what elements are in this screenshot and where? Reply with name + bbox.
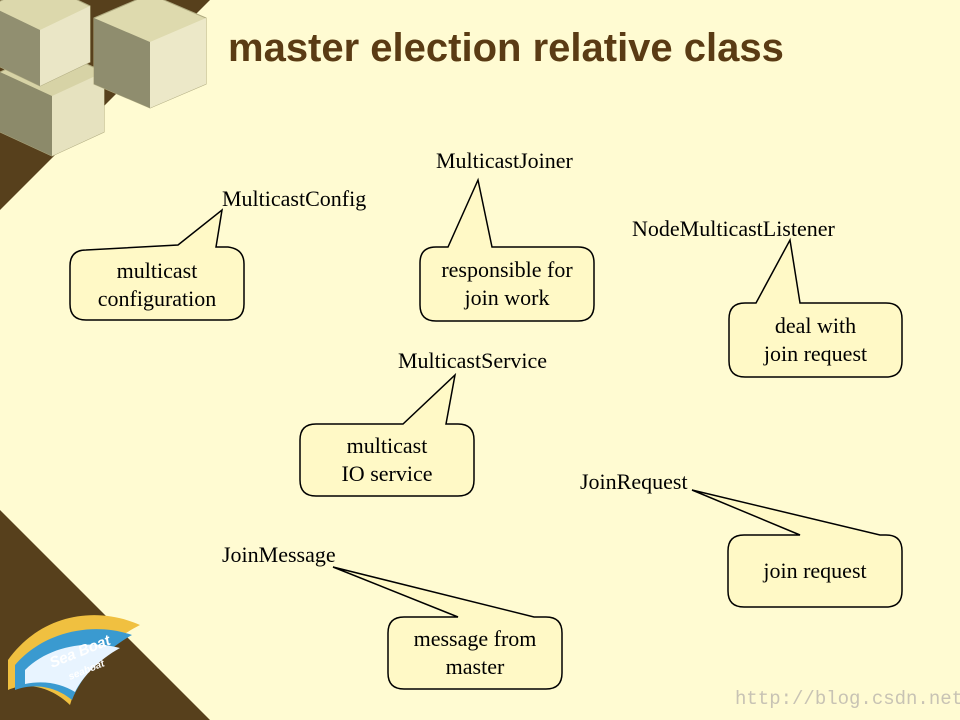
callout-line: multicast (116, 258, 198, 283)
callout-bubble-node-listener (728, 237, 903, 378)
callout-bubble-join-message (332, 566, 563, 690)
callout-bubble-multicast-config (69, 208, 245, 321)
callout-line: join request (763, 341, 868, 366)
seaboat-logo: Sea Boat seaboat (8, 615, 140, 705)
callout-line: join request (763, 558, 867, 583)
class-label-multicast-config: MulticastConfig (222, 186, 367, 211)
watermark: http://blog.csdn.net/ (735, 688, 960, 710)
class-label-join-message: JoinMessage (222, 542, 336, 567)
callout-bubble-multicast-service (299, 372, 475, 497)
callout-line: message from (413, 626, 537, 651)
callout-bubble-join-request (691, 489, 903, 608)
callout-bubble-multicast-joiner (419, 177, 595, 322)
class-label-multicast-service: MulticastService (398, 348, 548, 373)
slide-title: master election relative class (228, 26, 784, 70)
class-label-multicast-joiner: MulticastJoiner (436, 148, 573, 173)
class-label-node-listener: NodeMulticastListener (632, 216, 835, 241)
callout-line: responsible for (441, 257, 573, 282)
bottom-left-wedge (0, 510, 210, 720)
callout-multicast-joiner: responsible for join work (420, 247, 594, 321)
class-label-join-request: JoinRequest (580, 469, 688, 494)
callout-line: multicast (346, 433, 428, 458)
callout-line: IO service (341, 461, 433, 486)
callout-line: configuration (97, 286, 217, 311)
callout-line: deal with (774, 313, 857, 338)
callout-line: master (445, 654, 505, 679)
callout-join-message: message from master (388, 617, 562, 689)
callout-multicast-service: multicast IO service (300, 424, 474, 496)
callout-line: join work (464, 285, 550, 310)
callout-multicast-config: multicast configuration (70, 250, 244, 320)
callout-node-listener: deal with join request (729, 303, 902, 377)
callout-join-request: join request (728, 535, 902, 607)
cube-decoration (0, 0, 207, 157)
